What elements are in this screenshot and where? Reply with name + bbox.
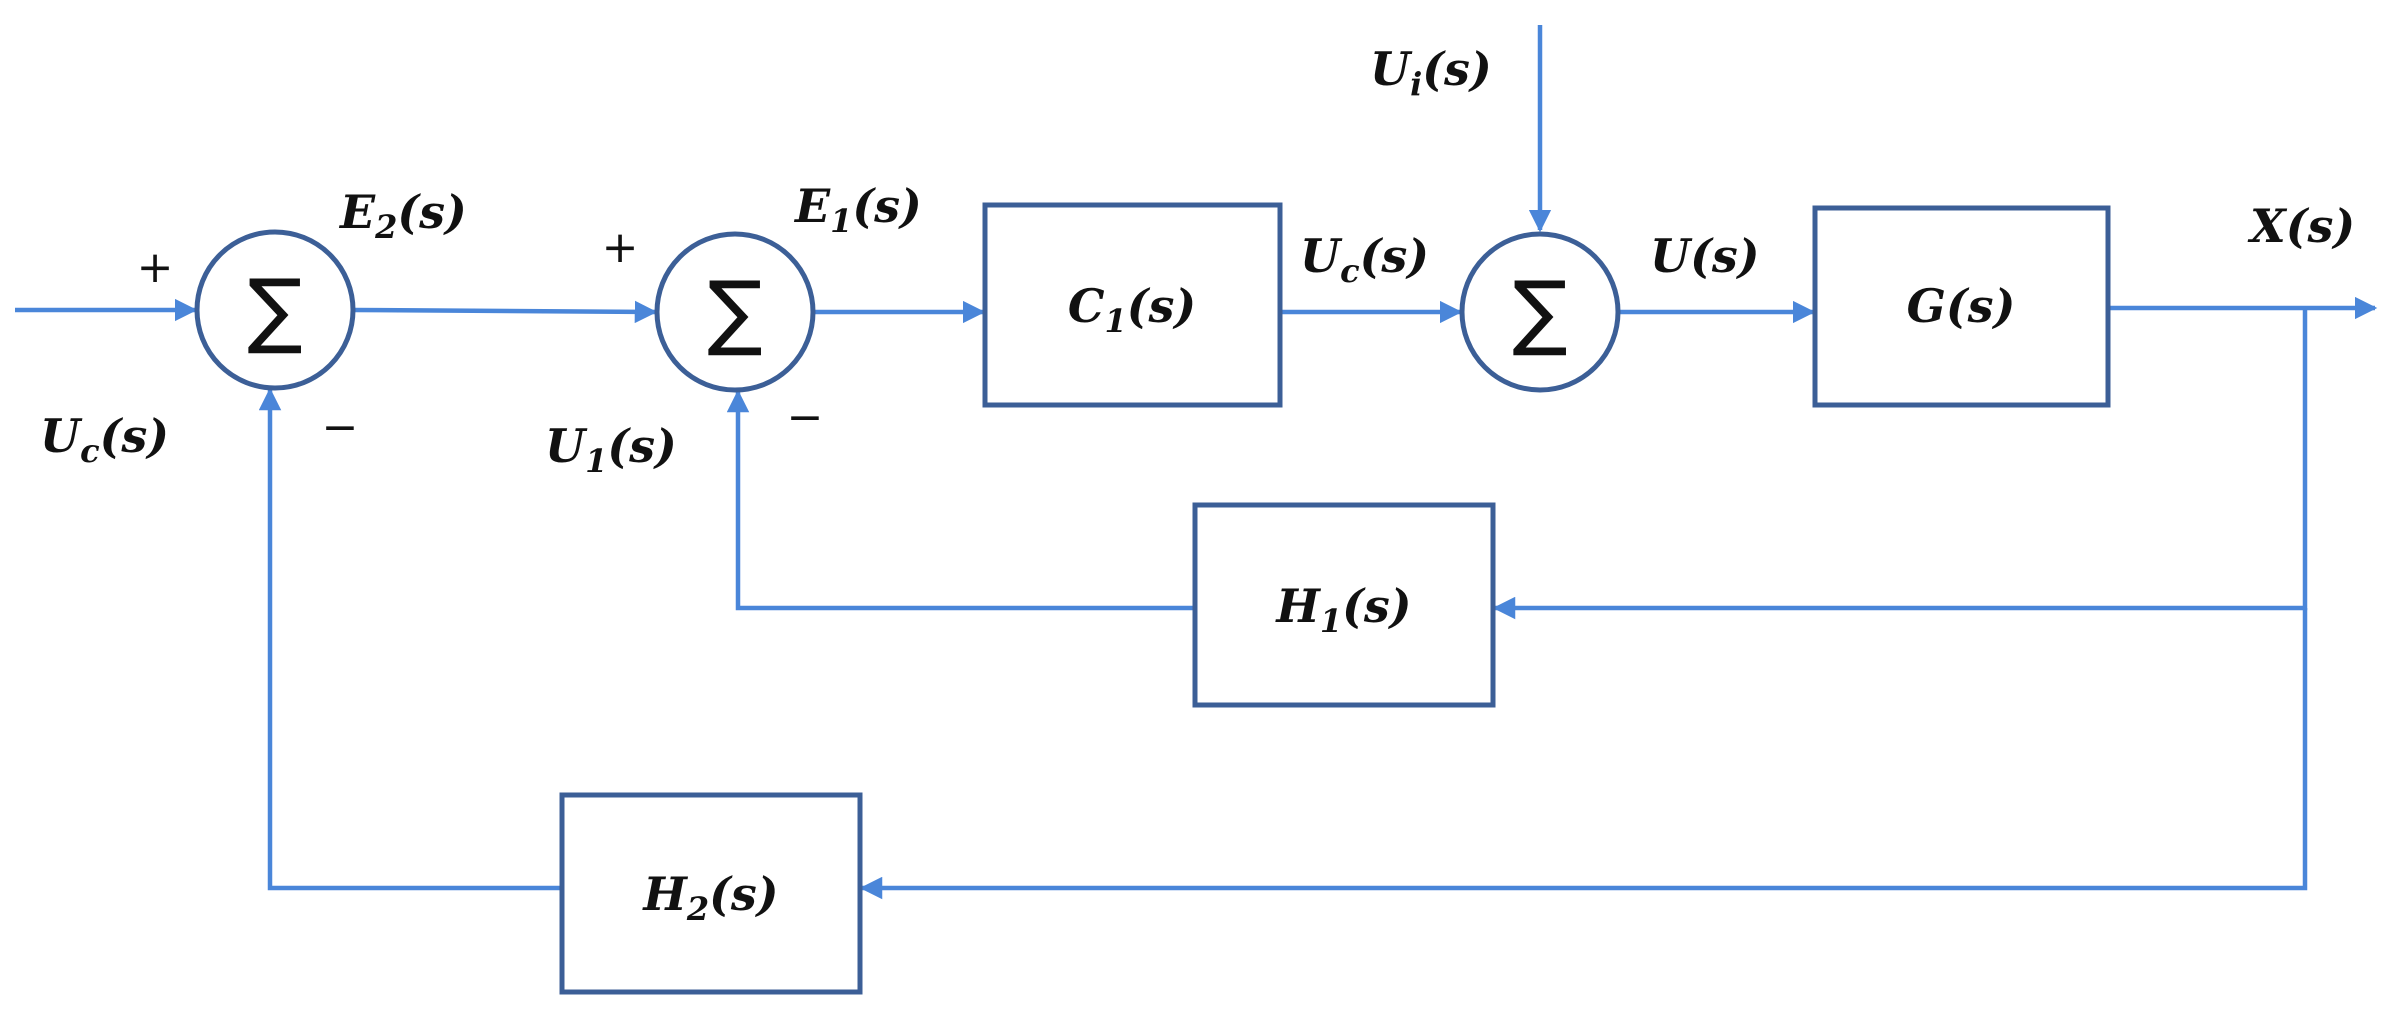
block-h1: H1(s) [1192, 502, 1496, 708]
block-c1: C1(s) [982, 202, 1283, 408]
signal-uc-input-label: Uc(s) [40, 409, 169, 470]
sigma-symbol: ∑ [247, 263, 302, 358]
signal-x-output-label: X(s) [2247, 199, 2355, 253]
block-c1-label: C1(s) [1068, 279, 1196, 340]
signal-uc-label: Uc(s) [1300, 229, 1429, 290]
sum1-minus-sign: − [322, 402, 359, 453]
block-g-label: G(s) [1907, 279, 2016, 333]
wire-output-to-h2 [859, 608, 2308, 900]
signal-u-label: U(s) [1650, 229, 1760, 283]
signal-e1-label: E1(s) [793, 179, 922, 240]
sigma-symbol: ∑ [707, 265, 762, 360]
block-h1-label: H1(s) [1274, 579, 1411, 640]
sigma-symbol: ∑ [1512, 265, 1567, 360]
signal-ui-label: Ui(s) [1370, 42, 1492, 103]
block-h2-label: H2(s) [641, 867, 778, 928]
summing-junction-1: ∑ [194, 229, 356, 391]
block-g: G(s) [1812, 205, 2111, 408]
sum1-plus-sign: + [137, 242, 174, 293]
block-h2: H2(s) [559, 792, 863, 995]
summing-junction-2: ∑ [654, 231, 816, 393]
sum2-minus-sign: − [787, 392, 824, 443]
sum2-plus-sign: + [602, 222, 639, 273]
wire-sum1-to-sum2 [353, 300, 658, 324]
signal-e2-label: E2(s) [338, 185, 467, 246]
wire-h1-to-sum2 [726, 389, 1193, 611]
signal-u1-label: U1(s) [545, 419, 677, 480]
summing-junction-3: ∑ [1459, 231, 1621, 393]
wire-h2-to-sum1 [258, 387, 562, 891]
